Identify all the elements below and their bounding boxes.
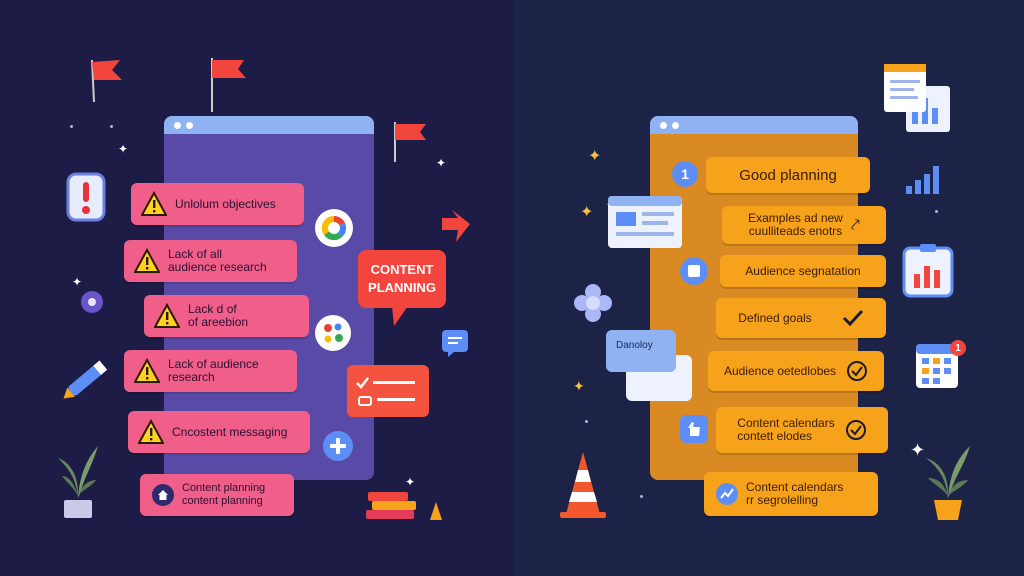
thumbs-up-icon bbox=[680, 415, 708, 443]
problem-item[interactable]: Lack of all audience research bbox=[124, 240, 297, 282]
home-icon bbox=[152, 484, 174, 506]
circle-icon bbox=[81, 291, 103, 313]
content-planning-item[interactable]: Content planning content planning bbox=[140, 474, 294, 516]
content-planning-label: Content planning content planning bbox=[182, 482, 266, 507]
link-icon: ⤤ bbox=[850, 216, 860, 234]
solution-label: Content calendars rr segrolelling bbox=[746, 480, 844, 507]
books-icon bbox=[366, 492, 416, 519]
star-dot bbox=[640, 495, 643, 498]
solution-item[interactable]: Content calendars contett elodes bbox=[716, 407, 888, 453]
check-circle-icon bbox=[847, 361, 868, 381]
check-circle-icon bbox=[845, 420, 866, 440]
problem-label: Lack of all audience research bbox=[168, 247, 267, 274]
star-dot bbox=[70, 125, 73, 128]
notification-badge: 1 bbox=[950, 340, 966, 356]
window-dot bbox=[672, 121, 679, 129]
solution-item[interactable]: Audience oetedlobes bbox=[708, 351, 884, 391]
solution-label: Defined goals bbox=[738, 310, 812, 325]
flag-icon bbox=[394, 122, 426, 162]
checkmark-icon bbox=[842, 309, 863, 327]
problem-item[interactable]: Lack d of of areebion bbox=[144, 295, 309, 337]
window-dot bbox=[186, 121, 193, 129]
flag-icon bbox=[211, 58, 246, 112]
bar-chart-icon bbox=[906, 166, 939, 194]
flag-icon bbox=[91, 59, 122, 103]
warning-icon bbox=[154, 303, 180, 328]
pencil-icon bbox=[63, 360, 108, 399]
problem-label: Unlolum objectives bbox=[175, 196, 276, 211]
sparkle-icon: ✦ bbox=[588, 148, 602, 165]
solution-label: Examples ad new cuulliteads enotrs bbox=[748, 211, 843, 238]
warning-icon bbox=[134, 248, 160, 273]
star-dot bbox=[110, 125, 113, 128]
sparkle-icon: ✦ bbox=[436, 156, 447, 170]
problem-label: Lack of audience research bbox=[168, 357, 259, 384]
star-dot bbox=[935, 210, 938, 213]
badge-tail bbox=[392, 306, 408, 326]
solution-label: Content calendars contett elodes bbox=[737, 416, 835, 443]
plant-icon bbox=[58, 446, 98, 518]
window-titlebar bbox=[650, 116, 858, 134]
chat-card: Danoloy bbox=[606, 330, 676, 372]
warning-icon bbox=[141, 191, 167, 216]
calendar-icon bbox=[916, 344, 958, 388]
problem-item[interactable]: Cncostent messaging bbox=[128, 411, 310, 453]
sparkle-icon: ✦ bbox=[118, 142, 129, 156]
window-dot bbox=[174, 121, 181, 129]
document-icon bbox=[884, 64, 950, 132]
chart-icon bbox=[716, 483, 738, 505]
solution-item[interactable]: Content calendars rr segrolelling bbox=[704, 472, 878, 516]
warning-icon bbox=[138, 419, 164, 444]
warning-icon bbox=[134, 358, 160, 383]
problem-item[interactable]: Lack of audience research bbox=[124, 350, 297, 392]
content-planning-badge: CONTENT PLANNING bbox=[358, 250, 446, 308]
sparkle-icon: ✦ bbox=[910, 440, 926, 460]
browser-card-icon bbox=[608, 196, 682, 248]
traffic-cone-icon bbox=[430, 502, 442, 520]
problem-label: Lack d of of areebion bbox=[188, 302, 249, 329]
traffic-cone-icon bbox=[560, 452, 606, 518]
google-icon[interactable] bbox=[314, 208, 354, 248]
window-dot bbox=[660, 121, 667, 129]
sparkle-icon: ✦ bbox=[580, 204, 594, 221]
star-dot bbox=[585, 420, 588, 423]
plant-icon bbox=[926, 446, 970, 520]
window-titlebar bbox=[164, 116, 374, 134]
solution-item[interactable]: Examples ad new cuulliteads enotrs ⤤ bbox=[722, 206, 886, 244]
puzzle-icon bbox=[574, 284, 612, 322]
chat-card-label: Danoloy bbox=[616, 340, 653, 351]
solution-item[interactable]: Audience segnatation bbox=[720, 255, 886, 287]
good-planning-item[interactable]: Good planning bbox=[706, 157, 870, 193]
google-icon[interactable] bbox=[314, 314, 352, 352]
solution-item[interactable]: Defined goals bbox=[716, 298, 886, 338]
step-number-badge: 1 bbox=[672, 161, 698, 187]
plus-icon[interactable] bbox=[322, 430, 354, 462]
sparkle-icon: ✦ bbox=[72, 275, 83, 289]
exclamation-shield-icon bbox=[66, 172, 106, 222]
sparkle-icon: ✦ bbox=[405, 475, 416, 489]
solution-label: Audience segnatation bbox=[745, 263, 861, 278]
solution-label: Audience oetedlobes bbox=[723, 363, 837, 378]
checklist-card-icon bbox=[347, 365, 429, 417]
good-planning-label: Good planning bbox=[739, 166, 837, 184]
clipboard-chart-icon bbox=[902, 244, 954, 298]
problem-item[interactable]: Unlolum objectives bbox=[131, 183, 304, 225]
arrow-icon bbox=[442, 210, 470, 242]
document-icon bbox=[680, 257, 708, 285]
sparkle-icon: ✦ bbox=[573, 378, 585, 394]
problem-label: Cncostent messaging bbox=[172, 424, 288, 439]
chat-icon bbox=[442, 330, 468, 357]
